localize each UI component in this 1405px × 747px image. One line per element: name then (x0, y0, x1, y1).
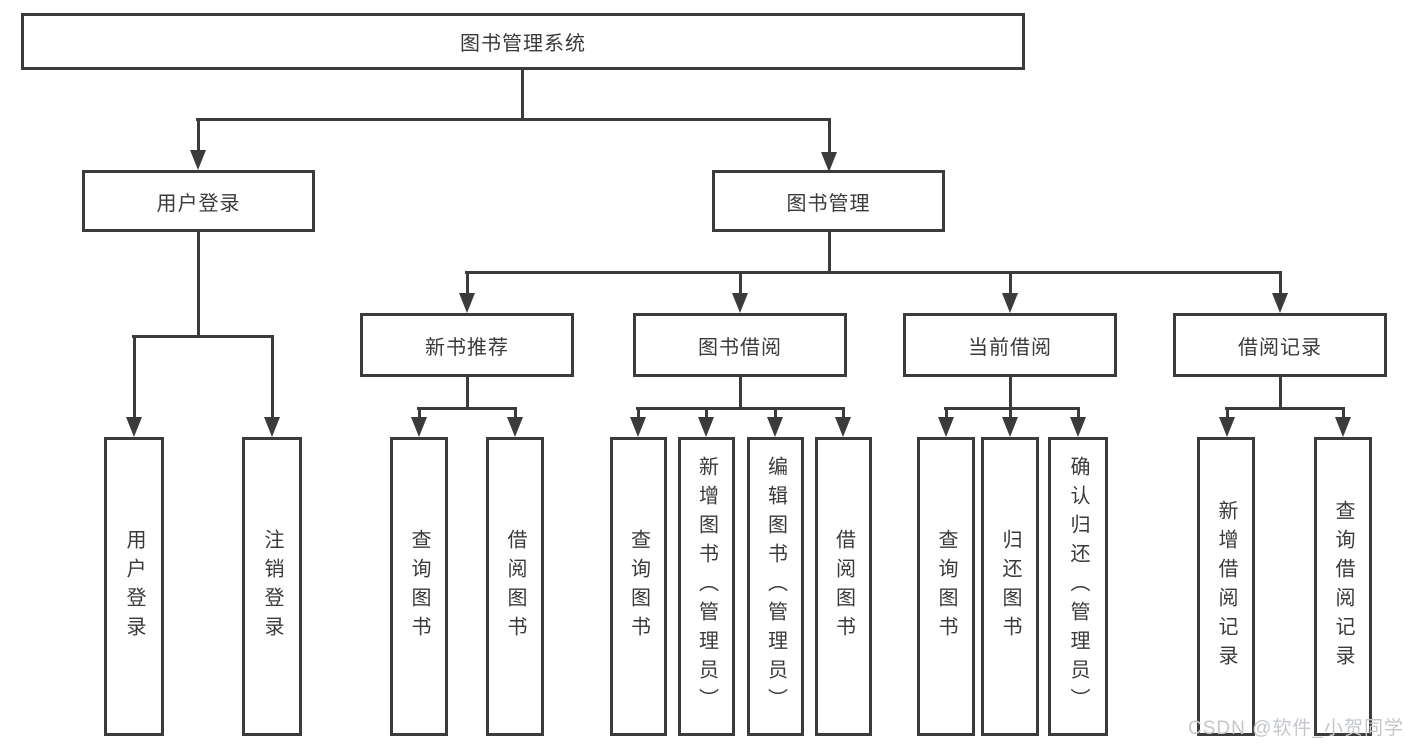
connector-to-user-login (197, 118, 200, 152)
connector-g1-drop (466, 377, 469, 407)
connector-g2-c3 (774, 407, 777, 419)
connector-mgmt-drop (828, 232, 831, 271)
connector-to-book-borrow (739, 271, 742, 295)
arrow-down-icon (126, 417, 142, 437)
connector-g3-c2 (1009, 407, 1012, 419)
node-borrowing-records: 借阅记录 (1173, 313, 1387, 377)
connector-g1-c1 (418, 407, 421, 419)
leaf-return-books: 归还图书 (981, 437, 1039, 736)
arrow-down-icon (835, 417, 851, 437)
connector-to-login-leaf (133, 335, 136, 417)
connector-g3-c1 (945, 407, 948, 419)
node-new-book-recommendation: 新书推荐 (360, 313, 574, 377)
connector-to-book-mgmt (828, 118, 831, 152)
leaf-query-books-recommend: 查询图书 (390, 437, 448, 736)
connector-g2-drop (739, 377, 742, 407)
leaf-edit-books-admin: 编辑图书（管理员） (747, 437, 804, 736)
connector-to-logout-leaf (271, 335, 274, 417)
connector-g4-c1 (1226, 407, 1229, 419)
leaf-query-books-current: 查询图书 (917, 437, 975, 736)
connector-g4-c2 (1342, 407, 1345, 419)
leaf-add-borrow-record: 新增借阅记录 (1197, 437, 1255, 736)
connector-g3-split (944, 407, 1080, 410)
connector-g3-drop (1009, 377, 1012, 407)
leaf-borrow-books-recommend: 借阅图书 (486, 437, 544, 736)
connector-g4-split (1225, 407, 1345, 410)
arrow-down-icon (767, 417, 783, 437)
connector-g2-c1 (637, 407, 640, 419)
leaf-query-books-borrowing: 查询图书 (610, 437, 667, 736)
connector-to-new-book (466, 271, 469, 295)
node-current-borrowing: 当前借阅 (903, 313, 1117, 377)
connector-g1-c2 (514, 407, 517, 419)
connector-g2-c4 (842, 407, 845, 419)
arrow-down-icon (1335, 417, 1351, 437)
arrow-down-icon (190, 150, 206, 170)
leaf-query-borrow-record: 查询借阅记录 (1314, 437, 1372, 736)
leaf-user-login: 用户登录 (104, 437, 164, 736)
connector-g4-drop (1279, 377, 1282, 407)
arrow-down-icon (938, 417, 954, 437)
connector-to-borrow-records (1279, 271, 1282, 295)
csdn-watermark: CSDN @软件_小贺同学 (1188, 718, 1404, 739)
arrow-down-icon (732, 293, 748, 313)
arrow-down-icon (507, 417, 523, 437)
arrow-down-icon (1070, 417, 1086, 437)
arrow-down-icon (698, 417, 714, 437)
connector-login-drop (197, 232, 200, 335)
connector-g1-split (417, 407, 517, 410)
arrow-down-icon (821, 152, 837, 172)
node-book-borrowing: 图书借阅 (633, 313, 847, 377)
leaf-borrow-books: 借阅图书 (815, 437, 872, 736)
connector-root-split (196, 118, 831, 121)
node-book-management: 图书管理 (712, 170, 945, 232)
arrow-down-icon (1272, 293, 1288, 313)
leaf-add-books-admin: 新增图书（管理员） (678, 437, 735, 736)
node-library-management-system: 图书管理系统 (21, 13, 1025, 70)
node-user-login: 用户登录 (82, 170, 315, 232)
arrow-down-icon (264, 417, 280, 437)
connector-login-split (132, 335, 273, 338)
arrow-down-icon (411, 417, 427, 437)
connector-g2-split (636, 407, 845, 410)
arrow-down-icon (1002, 293, 1018, 313)
connector-g2-c2 (705, 407, 708, 419)
leaf-logout: 注销登录 (242, 437, 302, 736)
connector-mgmt-split (465, 271, 1282, 274)
arrow-down-icon (630, 417, 646, 437)
connector-root-drop (521, 70, 524, 118)
connector-to-current-borrow (1009, 271, 1012, 295)
connector-g3-c3 (1077, 407, 1080, 419)
arrow-down-icon (1219, 417, 1235, 437)
arrow-down-icon (1002, 417, 1018, 437)
leaf-confirm-return-admin: 确认归还（管理员） (1048, 437, 1108, 736)
arrow-down-icon (459, 293, 475, 313)
